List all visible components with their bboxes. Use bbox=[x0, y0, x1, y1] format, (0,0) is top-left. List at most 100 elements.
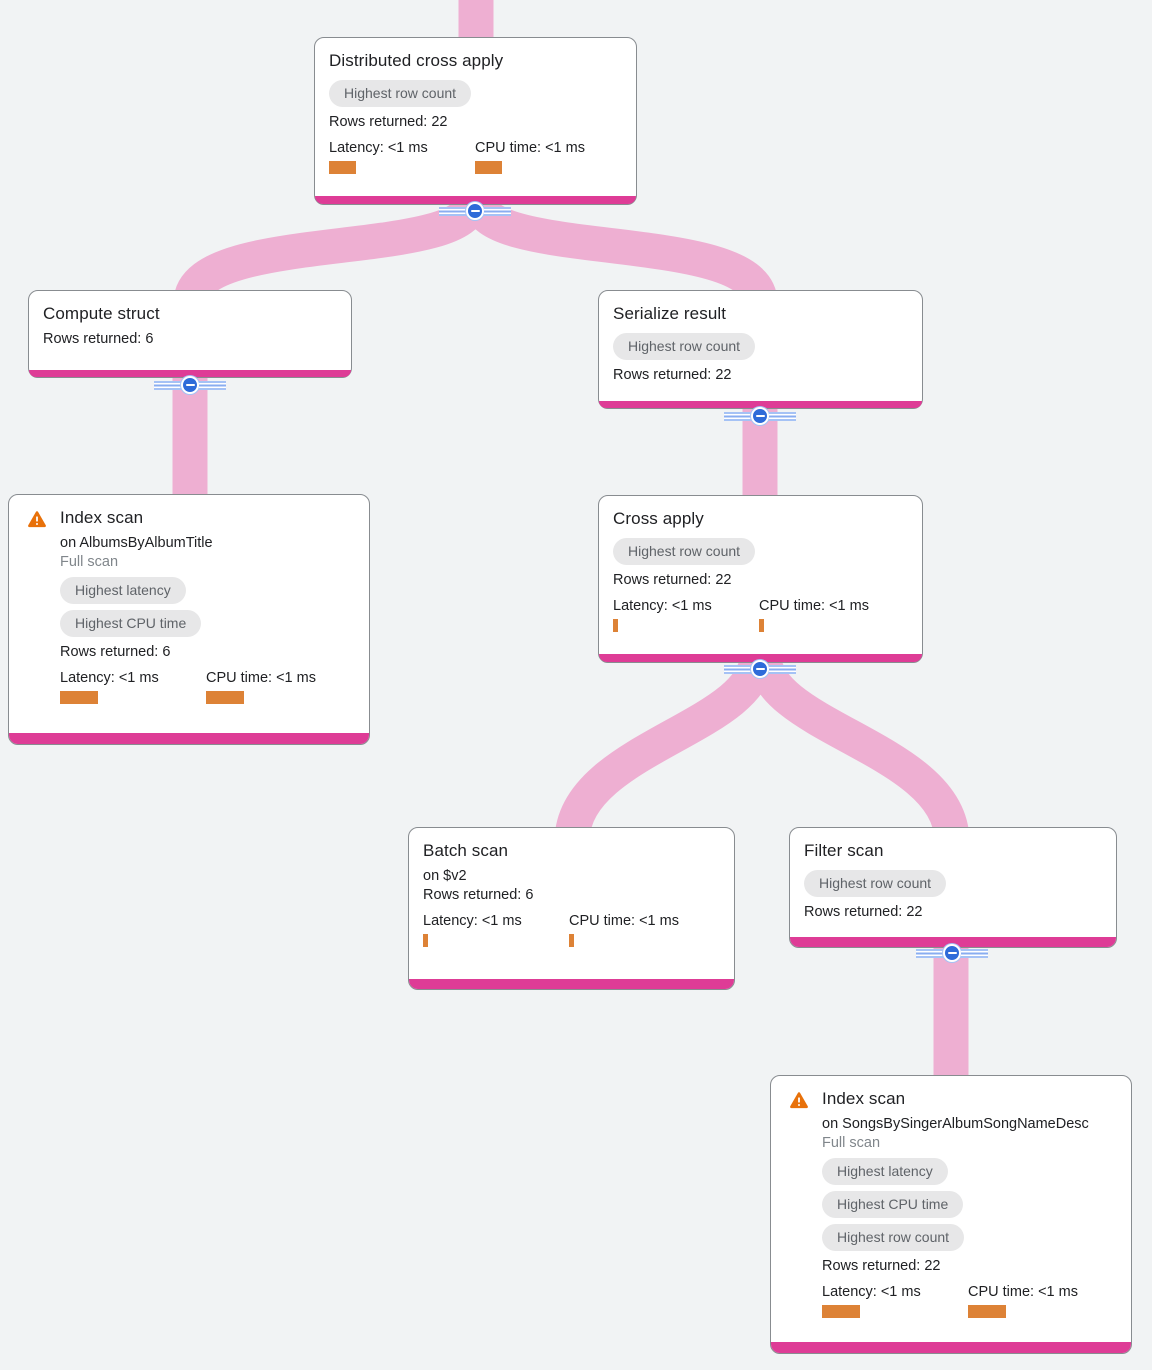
scan-type-label: Full scan bbox=[822, 1135, 881, 1151]
rows-returned: Rows returned: 22 bbox=[822, 1258, 941, 1274]
node-distributed-cross-apply[interactable]: Distributed cross apply Highest row coun… bbox=[314, 37, 637, 205]
badge-highest-latency: Highest latency bbox=[60, 577, 186, 604]
latency-metric: Latency: <1 ms bbox=[613, 598, 759, 632]
warning-icon bbox=[27, 511, 47, 532]
cpu-time-label: CPU time: <1 ms bbox=[968, 1284, 1078, 1300]
collapse-rail bbox=[724, 664, 751, 674]
collapse-rail bbox=[769, 411, 796, 421]
latency-bar bbox=[423, 934, 428, 947]
minus-icon[interactable] bbox=[943, 944, 961, 962]
minus-icon[interactable] bbox=[751, 407, 769, 425]
cpu-metric: CPU time: <1 ms bbox=[206, 670, 352, 704]
node-bottom-bar bbox=[771, 1342, 1131, 1353]
collapse-button-compute-struct[interactable] bbox=[152, 376, 228, 394]
latency-metric: Latency: <1 ms bbox=[423, 913, 569, 947]
latency-metric: Latency: <1 ms bbox=[822, 1284, 968, 1318]
edge-cross-apply-to-filter-scan bbox=[746, 653, 970, 842]
badge-highest-row-count: Highest row count bbox=[822, 1224, 965, 1251]
node-title: Batch scan bbox=[423, 841, 509, 860]
edge-dca-to-serialize-result bbox=[461, 196, 778, 306]
collapse-button-distributed-cross-apply[interactable] bbox=[437, 202, 513, 220]
node-title: Compute struct bbox=[43, 304, 160, 323]
edge-cross-apply-to-batch-scan bbox=[554, 653, 775, 842]
cpu-metric: CPU time: <1 ms bbox=[475, 140, 621, 174]
cpu-time-bar bbox=[206, 691, 244, 704]
cpu-metric: CPU time: <1 ms bbox=[968, 1284, 1114, 1318]
node-bottom-bar bbox=[409, 979, 734, 989]
cpu-time-label: CPU time: <1 ms bbox=[475, 140, 585, 156]
node-cross-apply[interactable]: Cross apply Highest row count Rows retur… bbox=[598, 495, 923, 663]
rows-returned: Rows returned: 6 bbox=[43, 331, 154, 347]
node-filter-scan[interactable]: Filter scan Highest row count Rows retur… bbox=[789, 827, 1117, 948]
scan-type-label: Full scan bbox=[60, 554, 119, 570]
node-index-scan-songs[interactable]: Index scan on SongsBySingerAlbumSongName… bbox=[770, 1075, 1132, 1354]
node-bottom-bar bbox=[315, 196, 636, 204]
minus-icon[interactable] bbox=[466, 202, 484, 220]
node-bottom-bar bbox=[599, 401, 922, 408]
latency-label: Latency: <1 ms bbox=[613, 598, 712, 614]
cpu-time-label: CPU time: <1 ms bbox=[759, 598, 869, 614]
cpu-metric: CPU time: <1 ms bbox=[569, 913, 715, 947]
node-bottom-bar bbox=[790, 937, 1116, 947]
collapse-button-serialize-result[interactable] bbox=[722, 407, 798, 425]
badge-highest-cpu-time: Highest CPU time bbox=[60, 610, 202, 637]
cpu-time-label: CPU time: <1 ms bbox=[206, 670, 316, 686]
latency-metric: Latency: <1 ms bbox=[329, 140, 475, 174]
collapse-rail bbox=[769, 664, 796, 674]
minus-icon[interactable] bbox=[751, 660, 769, 678]
node-title: Serialize result bbox=[613, 304, 727, 323]
badge-highest-row-count: Highest row count bbox=[613, 333, 756, 360]
collapse-rail bbox=[916, 948, 943, 958]
node-subtitle: on $v2 bbox=[423, 868, 467, 884]
latency-bar bbox=[60, 691, 98, 704]
rows-returned: Rows returned: 22 bbox=[613, 367, 732, 383]
latency-metric: Latency: <1 ms bbox=[60, 670, 206, 704]
rows-returned: Rows returned: 22 bbox=[329, 114, 448, 130]
node-compute-struct[interactable]: Compute struct Rows returned: 6 bbox=[28, 290, 352, 378]
warning-icon bbox=[789, 1092, 809, 1113]
rows-returned: Rows returned: 22 bbox=[613, 572, 732, 588]
latency-bar bbox=[822, 1305, 860, 1318]
node-title: Index scan bbox=[822, 1089, 906, 1108]
badge-highest-latency: Highest latency bbox=[822, 1158, 948, 1185]
cpu-metric: CPU time: <1 ms bbox=[759, 598, 905, 632]
edge-dca-to-compute-struct bbox=[173, 196, 490, 306]
node-batch-scan[interactable]: Batch scan on $v2 Rows returned: 6 Laten… bbox=[408, 827, 735, 990]
rows-returned: Rows returned: 6 bbox=[60, 644, 171, 660]
badge-highest-row-count: Highest row count bbox=[804, 870, 947, 897]
node-serialize-result[interactable]: Serialize result Highest row count Rows … bbox=[598, 290, 923, 409]
node-title: Filter scan bbox=[804, 841, 884, 860]
collapse-rail bbox=[484, 206, 511, 216]
latency-bar bbox=[329, 161, 356, 174]
node-title: Distributed cross apply bbox=[329, 51, 504, 70]
collapse-rail bbox=[199, 380, 226, 390]
collapse-button-cross-apply[interactable] bbox=[722, 660, 798, 678]
rows-returned: Rows returned: 6 bbox=[423, 887, 534, 903]
collapse-rail bbox=[154, 380, 181, 390]
badge-highest-row-count: Highest row count bbox=[329, 80, 472, 107]
badge-highest-cpu-time: Highest CPU time bbox=[822, 1191, 964, 1218]
collapse-rail bbox=[724, 411, 751, 421]
node-title: Cross apply bbox=[613, 509, 704, 528]
node-bottom-bar bbox=[29, 370, 351, 377]
node-bottom-bar bbox=[9, 733, 369, 744]
node-title: Index scan bbox=[60, 508, 144, 527]
cpu-time-bar bbox=[475, 161, 502, 174]
cpu-time-bar bbox=[968, 1305, 1006, 1318]
badge-highest-row-count: Highest row count bbox=[613, 538, 756, 565]
latency-label: Latency: <1 ms bbox=[329, 140, 428, 156]
latency-label: Latency: <1 ms bbox=[822, 1284, 921, 1300]
node-index-scan-albums[interactable]: Index scan on AlbumsByAlbumTitle Full sc… bbox=[8, 494, 370, 745]
collapse-rail bbox=[961, 948, 988, 958]
latency-label: Latency: <1 ms bbox=[60, 670, 159, 686]
rows-returned: Rows returned: 22 bbox=[804, 904, 923, 920]
cpu-time-bar bbox=[759, 619, 764, 632]
minus-icon[interactable] bbox=[181, 376, 199, 394]
cpu-time-label: CPU time: <1 ms bbox=[569, 913, 679, 929]
node-subtitle: on AlbumsByAlbumTitle bbox=[60, 535, 213, 551]
node-bottom-bar bbox=[599, 654, 922, 662]
cpu-time-bar bbox=[569, 934, 574, 947]
latency-bar bbox=[613, 619, 618, 632]
collapse-button-filter-scan[interactable] bbox=[914, 944, 990, 962]
